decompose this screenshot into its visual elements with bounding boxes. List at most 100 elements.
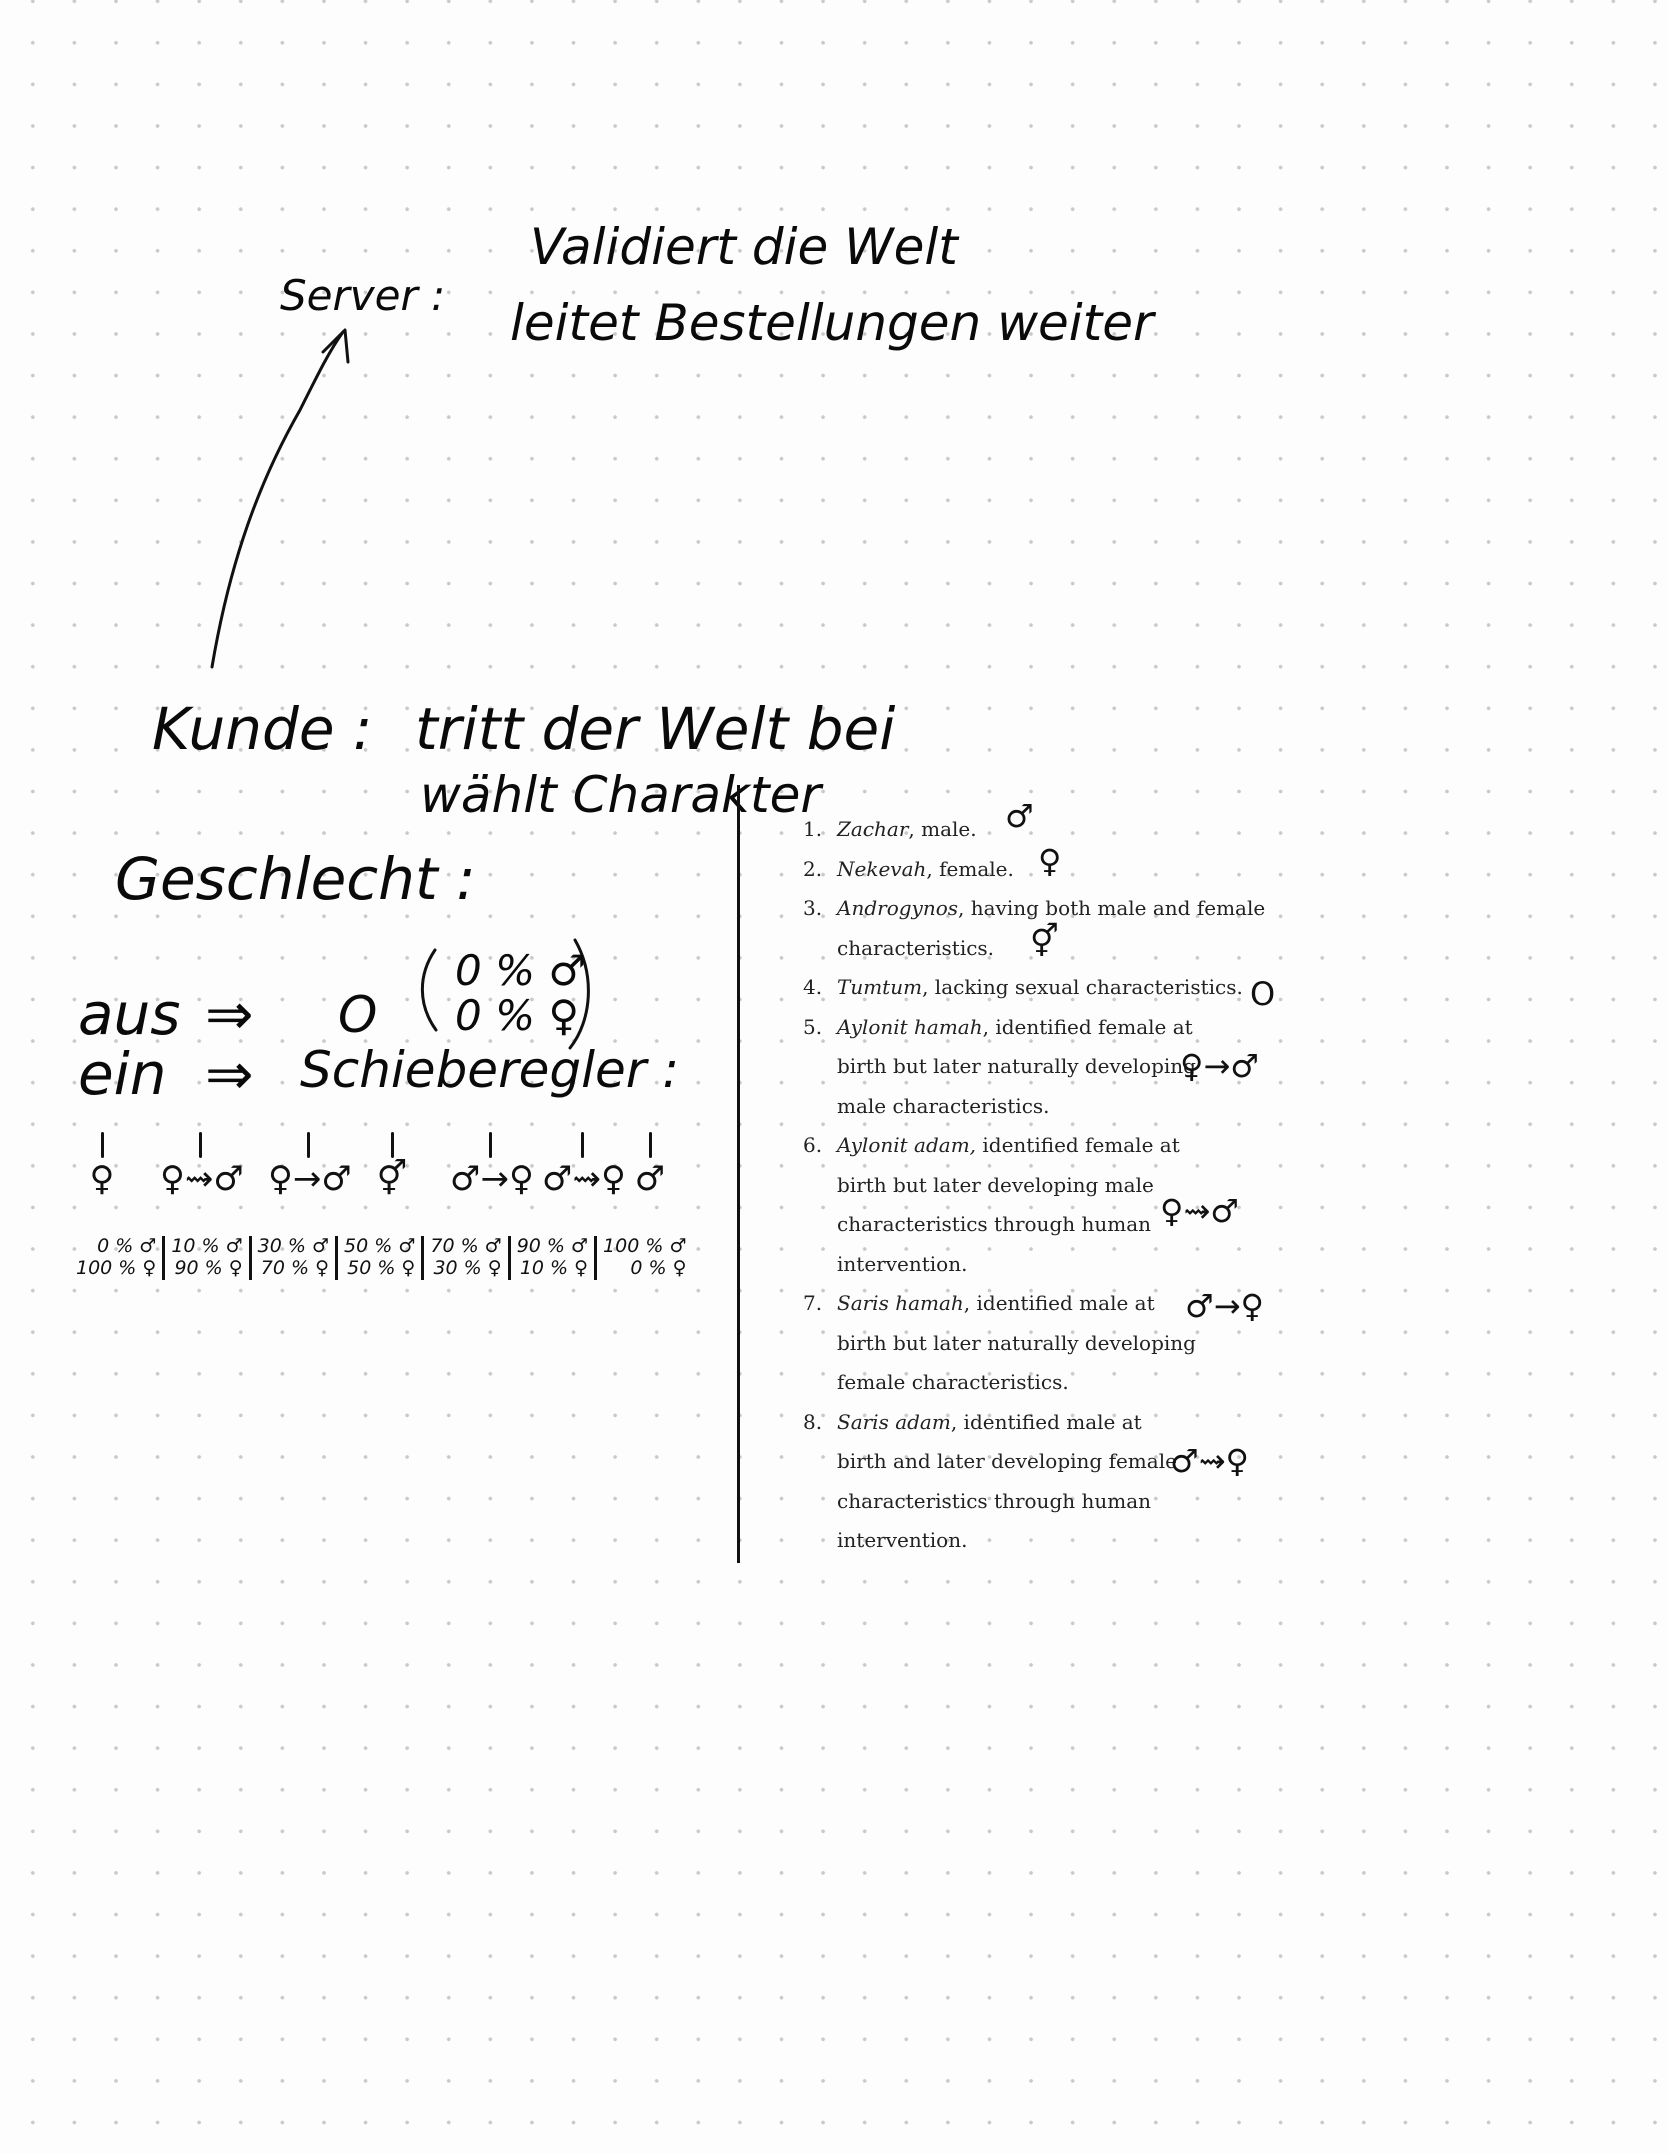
server-line-2: leitet Bestellungen weiter [510,294,1154,352]
ein-arrow: ⇒ [205,1040,254,1108]
male-icon: ♂ [1005,797,1034,835]
list-term: Nekevah [837,856,927,881]
slider-tick [306,1132,310,1158]
list-term: Tumtum [837,975,923,999]
ein-label: ein [78,1040,167,1108]
female-icon: ♀ [1038,842,1062,880]
list-item: 6. Aylonit adam, identified female at bi… [803,1126,1323,1284]
gender-slider-sketch: ♀ ♀⇝♂ ♀→♂ ⚥ ♂→♀ ♂⇝♀ ♂ [80,1132,680,1242]
vertical-divider [737,785,740,1563]
list-item: 2. Nekevah, female. [803,850,1323,890]
slider-stop-5: ♂→♀ [450,1132,534,1199]
pct-male: 50 % ♂ [344,1235,416,1257]
geschlecht-label: Geschlecht : [115,845,476,913]
list-number: 6. [803,1133,823,1157]
male-to-female-natural-icon: ♂→♀ [1185,1287,1264,1325]
pct-male: 10 % ♂ [171,1235,243,1257]
list-desc: , identified female at birth but later n… [837,1014,1196,1118]
list-desc: , having both male and female characteri… [837,896,1266,960]
pct-cell: 10 % ♂ 90 % ♀ [165,1235,252,1280]
pct-cell: 90 % ♂ 10 % ♀ [511,1235,598,1280]
gender-categories-list: 1. Zachar, male. 2. Nekevah, female. 3. … [803,810,1323,1561]
aus-label: aus [78,980,181,1048]
list-number: 5. [803,1014,823,1039]
slider-tick [580,1132,584,1158]
ein-value-slider: Schieberegler : [300,1041,680,1099]
list-term: Saris adam [837,1409,951,1434]
male-to-female-intervention-icon: ♂⇝♀ [1170,1442,1249,1480]
slider-stop-3: ♀→♂ [268,1132,352,1199]
pct-cell: 0 % ♂ 100 % ♀ [70,1235,166,1280]
female-to-male-intervention-icon: ♀⇝♂ [1160,1192,1239,1230]
slider-stop-4: ⚥ [352,1132,432,1196]
list-number: 8. [803,1409,823,1434]
kunde-line-1: tritt der Welt bei [415,695,896,763]
pct-female: 30 % ♀ [433,1256,502,1279]
slider-tick [648,1132,652,1158]
androgynous-icon: ⚥ [376,1159,408,1199]
slider-percentages: 0 % ♂ 100 % ♀ 10 % ♂ 90 % ♀ 30 % ♂ 70 % … [70,1235,692,1280]
aus-value-off-icon: O [338,986,378,1044]
pct-male: 30 % ♂ [257,1235,330,1257]
slider-tick [100,1132,104,1158]
pct-male: 0 % ♂ [97,1235,157,1257]
pct-cell: 50 % ♂ 50 % ♀ [338,1235,425,1280]
list-number: 1. [803,817,823,841]
list-term: Androgynos [837,896,959,920]
male-to-female-intervention-icon: ♂⇝♀ [542,1159,626,1199]
female-icon: ♀ [89,1159,115,1199]
pct-male: 70 % ♂ [430,1235,502,1257]
list-desc: , female. [926,856,1014,881]
female-to-male-natural-icon: ♀→♂ [1180,1047,1259,1085]
pct-female: 100 % ♀ [76,1256,157,1279]
slider-tick [488,1132,492,1158]
list-desc: , identified male at birth but later nat… [837,1291,1196,1394]
list-desc: , lacking sexual characteristics. [922,975,1243,999]
slider-tick [390,1132,394,1158]
list-desc: identified female at birth but later dev… [837,1133,1180,1276]
aus-arrow: ⇒ [205,980,254,1048]
pct-male: 100 % ♂ [603,1235,687,1257]
list-item: 1. Zachar, male. [803,810,1323,850]
kunde-line-2: wählt Charakter [420,766,821,824]
slider-tick [198,1132,202,1158]
list-item: 8. Saris adam, identified male at birth … [803,1403,1323,1561]
list-number: 2. [803,856,823,881]
pct-male: 90 % ♂ [516,1235,589,1257]
list-item: 3. Androgynos, having both male and fema… [803,889,1323,968]
list-number: 4. [803,975,823,999]
pct-female: 0 % ♀ [630,1256,687,1279]
male-icon: ♂ [634,1159,666,1199]
androgynous-icon: ⚥ [1030,922,1059,960]
list-item: 4. Tumtum, lacking sexual characteristic… [803,968,1323,1008]
list-term: Aylonit hamah [837,1014,983,1039]
female-to-male-intervention-icon: ♀⇝♂ [160,1159,244,1199]
slider-stop-6: ♂⇝♀ [542,1132,626,1199]
pct-female: 70 % ♀ [260,1256,330,1279]
list-term: Zachar [837,817,909,841]
pct-cell: 30 % ♂ 70 % ♀ [252,1235,339,1280]
list-number: 7. [803,1291,823,1315]
list-item: 5. Aylonit hamah, identified female at b… [803,1008,1323,1127]
female-to-male-natural-icon: ♀→♂ [268,1159,352,1199]
aus-detail-male: 0 % ♂ [455,946,586,995]
kunde-label: Kunde : [152,695,373,763]
male-to-female-natural-icon: ♂→♀ [450,1159,534,1199]
arrow-head [321,328,350,364]
paren-left [420,948,438,1032]
slider-stop-1: ♀ [62,1132,142,1196]
aus-detail-female: 0 % ♀ [455,991,580,1040]
arrow-kunde-to-server [210,330,345,669]
list-desc: , identified male at birth and later dev… [837,1409,1177,1553]
neutral-circle-icon: O [1250,975,1276,1013]
server-line-1: Validiert die Welt [530,218,958,276]
pct-female: 90 % ♀ [174,1256,243,1279]
list-desc: , male. [908,817,977,841]
list-term: Aylonit adam, [837,1133,977,1157]
pct-female: 50 % ♀ [347,1256,416,1279]
list-item: 7. Saris hamah, identified male at birth… [803,1284,1323,1403]
server-label: Server : [280,271,446,320]
list-term: Saris hamah [837,1291,964,1315]
slider-stop-7: ♂ [610,1132,690,1196]
slider-stop-2: ♀⇝♂ [160,1132,244,1199]
